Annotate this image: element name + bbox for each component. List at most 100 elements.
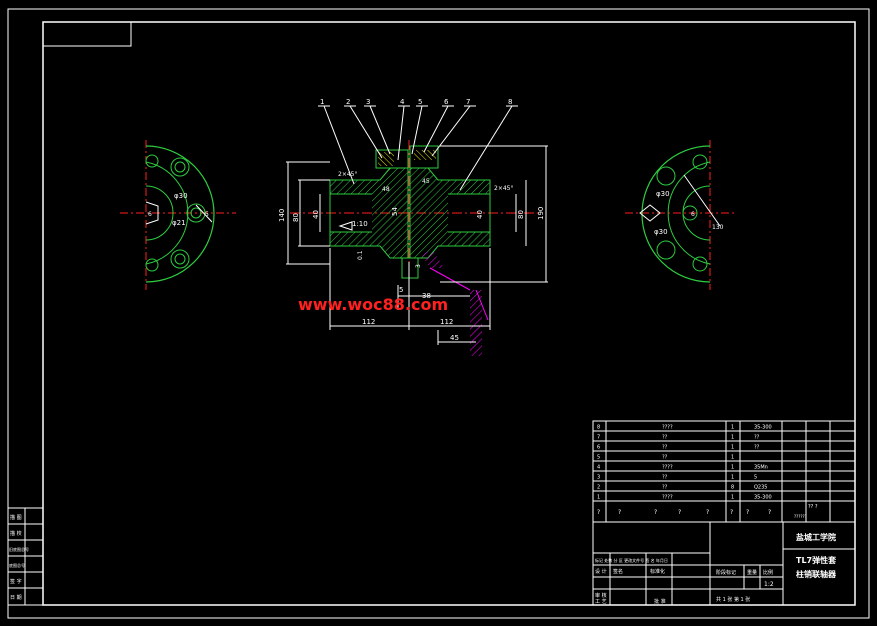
label-standard: 标准化 — [650, 568, 665, 575]
dim-40-right: 40 — [476, 210, 484, 219]
right-d30-label: φ30 — [656, 190, 670, 198]
parts-list-table — [592, 420, 856, 523]
parts-list-header: ? ? ? ? ? ? ? ? ?? ? ?????? — [597, 504, 818, 519]
header-no: ? — [597, 509, 600, 516]
side-label-1: 描 校 — [10, 530, 22, 537]
label-process: 工 艺 — [595, 599, 607, 605]
label-weight: 重量 — [747, 569, 757, 576]
dim-48: 48 — [382, 186, 390, 193]
parts-row-qty: 1 — [731, 435, 734, 441]
dim-chamfer-right: 2×45° — [494, 185, 513, 192]
dim-140: 140 — [278, 209, 286, 222]
dim-54: 54 — [391, 207, 399, 216]
parts-row-qty: 8 — [731, 485, 734, 491]
header-name: ? — [654, 509, 657, 516]
right-d130-label: 130 — [712, 224, 724, 231]
side-label-0: 描 图 — [10, 514, 22, 521]
header-name-b: ? — [678, 509, 681, 516]
parts-row-name: ?? — [662, 435, 668, 441]
school-name: 盐城工学院 — [796, 532, 836, 542]
parts-row-name: ?? — [662, 485, 668, 491]
parts-row-material: 35Mn — [754, 465, 768, 471]
header-material-b: ? — [768, 509, 771, 516]
left-d6-label: 6 — [148, 211, 152, 218]
dim-80-left: 80 — [292, 213, 300, 222]
parts-row-name: ?? — [662, 455, 668, 461]
dim-38: 38 — [422, 292, 431, 300]
revision-columns: 标记 处数 分 区 更改文件号 签 名 年月日 — [595, 557, 668, 563]
parts-list-rows: 8???? 1 35-300 7?? 1?? 6?? 1?? 5?? 1 4???? 1 35Mn 3?… — [597, 425, 772, 501]
dim-112-left: 112 — [362, 318, 375, 326]
parts-row-no: 1 — [597, 495, 600, 501]
outer-border — [7, 8, 870, 619]
left-d30-label: φ30 — [174, 192, 188, 200]
parts-row-qty: 1 — [731, 475, 734, 481]
parts-row-name: ???? — [662, 495, 673, 501]
balloon-7: 7 — [466, 98, 470, 106]
parts-row-material: Q235 — [754, 485, 767, 491]
label-name: 签名 — [613, 568, 623, 575]
watermark-text: www.woc88.com — [298, 295, 448, 314]
label-stage: 阶段标记 — [716, 569, 736, 576]
balloon-8: 8 — [508, 98, 512, 106]
parts-row-qty: 1 — [731, 495, 734, 501]
dim-3: 3 — [415, 264, 422, 268]
title-block — [592, 521, 856, 606]
parts-row-no: 7 — [597, 435, 600, 441]
dim-190: 190 — [537, 207, 545, 220]
label-ratio: 比例 — [763, 569, 773, 576]
drawing-title-line2: 柱销联轴器 — [796, 569, 837, 579]
parts-row-qty: 1 — [731, 465, 734, 471]
parts-row-name: ?? — [662, 475, 668, 481]
balloon-5: 5 — [418, 98, 422, 106]
label-check: 审 核 — [595, 592, 607, 599]
parts-row-material: 5 — [754, 475, 757, 481]
left-end-view: φ30 φ21 6 5 — [120, 140, 236, 290]
parts-row-qty: 1 — [731, 445, 734, 451]
balloon-4: 4 — [400, 98, 405, 106]
dim-80-right: 80 — [517, 210, 525, 219]
dim-45: 45 — [450, 334, 459, 342]
parts-row-qty: 1 — [731, 455, 734, 461]
right-d30b-label: φ30 — [654, 228, 668, 236]
sheet-count: 共 1 张 第 1 张 — [716, 596, 750, 603]
dim-taper: 1:10 — [352, 220, 368, 228]
scale-value: 1:2 — [764, 581, 774, 588]
inner-frame — [42, 21, 856, 606]
parts-row-no: 2 — [597, 485, 600, 491]
parts-row-material: 35-300 — [754, 425, 772, 431]
header-qty: ? — [730, 509, 733, 516]
parts-row-material: 35-300 — [754, 495, 772, 501]
parts-row-material: ?? — [754, 445, 760, 451]
parts-row-no: 3 — [597, 475, 600, 481]
dim-chamfer-left: 2×45° — [338, 171, 357, 178]
left-d21-label: φ21 — [172, 219, 186, 227]
parts-row-no: 8 — [597, 425, 600, 431]
parts-row-no: 4 — [597, 465, 600, 471]
drawing-title-line1: TL7弹性套 — [796, 555, 837, 565]
header-note: ?? ? — [808, 504, 818, 510]
balloon-leaders — [318, 105, 518, 191]
label-approve: 批 准 — [654, 598, 666, 605]
corner-code-box — [42, 21, 132, 47]
main-section-view: 1 2 3 4 5 6 7 8 140 80 40 1:10 54 48 2×4… — [278, 98, 548, 356]
parts-row-name: ???? — [662, 425, 673, 431]
dim-112-right: 112 — [440, 318, 453, 326]
left-d5-label: 5 — [205, 211, 209, 218]
dim-0-1: 0.1 — [357, 250, 364, 260]
side-label-3: 底图总号 — [9, 562, 25, 568]
label-design: 设 计 — [595, 568, 607, 575]
dim-45-top: 45 — [422, 178, 430, 185]
balloon-2: 2 — [346, 98, 350, 106]
dim-40-left: 40 — [312, 210, 320, 219]
parts-row-material: ?? — [754, 435, 760, 441]
right-end-view: φ30 φ30 6 130 — [625, 140, 735, 290]
parts-row-no: 6 — [597, 445, 600, 451]
side-label-2: 旧底图总号 — [9, 546, 29, 552]
balloon-6: 6 — [444, 98, 449, 106]
parts-row-name: ?? — [662, 445, 668, 451]
parts-row-qty: 1 — [731, 425, 734, 431]
right-d6-label: 6 — [691, 211, 695, 218]
dim-5: 5 — [399, 286, 403, 294]
